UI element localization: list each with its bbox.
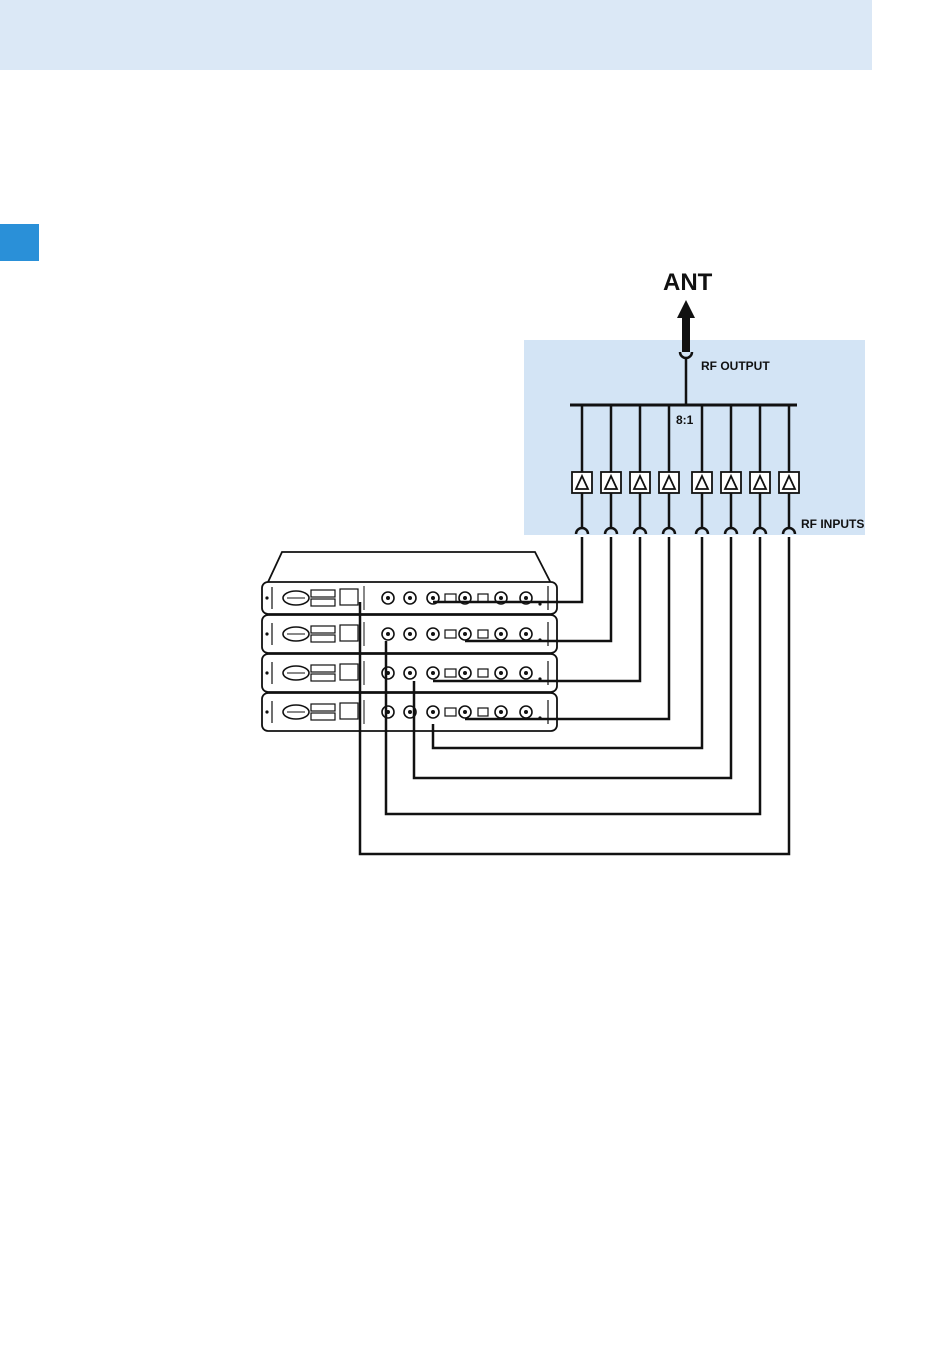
ratio-label: 8:1 <box>676 413 694 427</box>
power-socket <box>445 708 456 716</box>
connector-pin <box>386 596 390 600</box>
rf-output-label: RF OUTPUT <box>701 359 770 373</box>
receiver-unit <box>262 552 557 614</box>
combiner-panel <box>524 340 865 535</box>
network-port <box>478 669 488 677</box>
connector-pin <box>463 671 467 675</box>
connector-pin <box>524 671 528 675</box>
rack-screw <box>265 671 268 674</box>
display-window <box>311 626 335 633</box>
connector-pin <box>499 710 503 714</box>
connector-pin <box>463 632 467 636</box>
connector-pin <box>499 632 503 636</box>
rack-screw <box>265 632 268 635</box>
connector-pin <box>499 671 503 675</box>
control-block <box>340 664 358 680</box>
connector-pin <box>524 596 528 600</box>
connector-pin <box>431 596 435 600</box>
rack-screw <box>265 596 268 599</box>
connector-pin <box>408 596 412 600</box>
connector-pin <box>524 632 528 636</box>
network-port <box>478 630 488 638</box>
rack-screw <box>265 710 268 713</box>
antenna-label: ANT <box>663 269 713 296</box>
display-window <box>311 590 335 597</box>
display-window <box>311 665 335 672</box>
control-block <box>340 589 358 605</box>
display-window <box>311 635 335 642</box>
control-block <box>340 703 358 719</box>
display-window <box>311 674 335 681</box>
control-block <box>340 625 358 641</box>
connector-pin <box>431 632 435 636</box>
receiver-unit <box>262 693 557 731</box>
connector-pin <box>524 710 528 714</box>
power-socket <box>445 630 456 638</box>
connector-pin <box>408 632 412 636</box>
connector-pin <box>499 596 503 600</box>
rf-inputs-label: RF INPUTS <box>801 517 864 531</box>
receiver-unit <box>262 654 557 692</box>
power-socket <box>445 669 456 677</box>
connector-pin <box>431 671 435 675</box>
connector-pin <box>386 632 390 636</box>
receiver-unit <box>262 615 557 653</box>
display-window <box>311 599 335 606</box>
connector-pin <box>431 710 435 714</box>
network-port <box>478 708 488 716</box>
display-window <box>311 713 335 720</box>
connector-pin <box>408 671 412 675</box>
display-window <box>311 704 335 711</box>
connector-pin <box>463 710 467 714</box>
connector-pin <box>463 596 467 600</box>
connector-pin <box>408 710 412 714</box>
